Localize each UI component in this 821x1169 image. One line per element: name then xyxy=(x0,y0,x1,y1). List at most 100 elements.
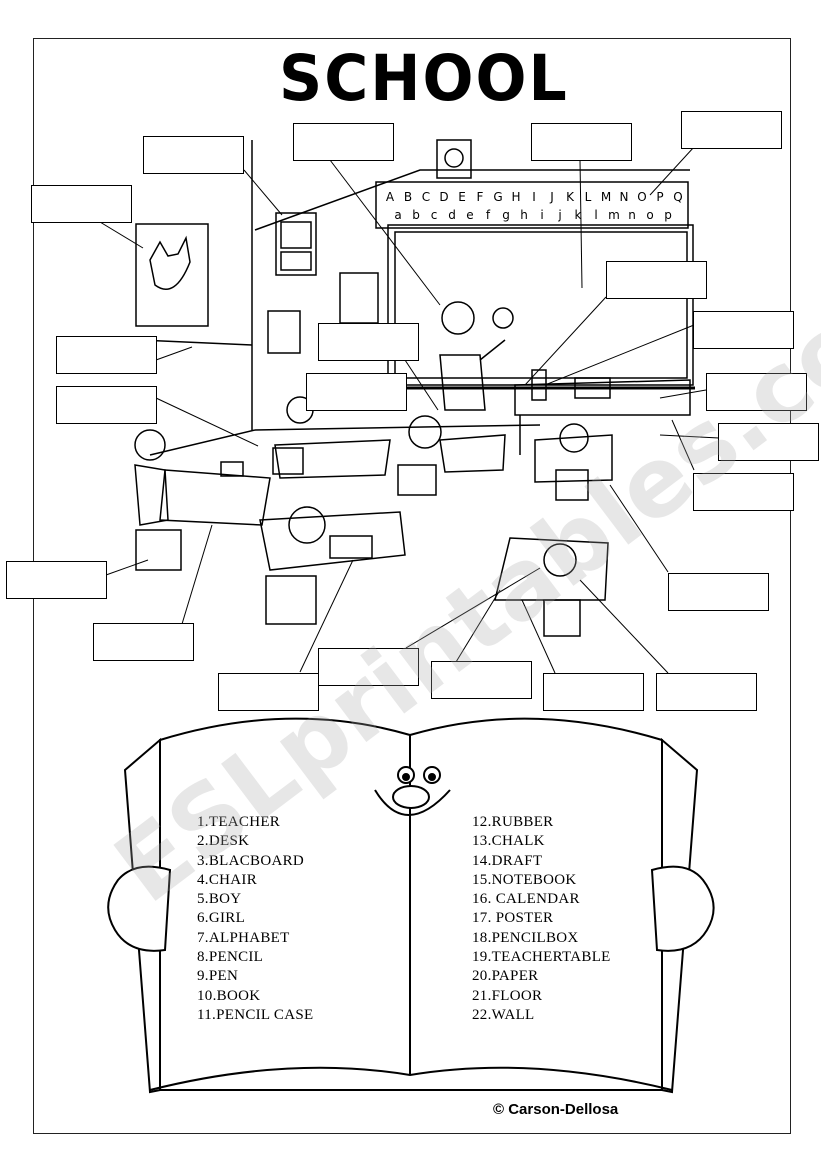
answer-box-calendar[interactable] xyxy=(143,136,244,174)
alphabet-lower-g: g xyxy=(502,208,510,222)
answer-box-teacher[interactable] xyxy=(293,123,394,161)
answer-input[interactable] xyxy=(709,376,804,408)
alphabet-strip xyxy=(375,181,689,229)
answer-input[interactable] xyxy=(321,326,416,358)
alphabet-letter-g: G xyxy=(493,190,502,204)
blackboard xyxy=(387,224,694,386)
word-item: 13.CHALK xyxy=(472,833,545,850)
answer-input[interactable] xyxy=(59,389,154,421)
alphabet-lower-o: o xyxy=(646,208,653,222)
word-item: 8.PENCIL xyxy=(197,949,264,966)
answer-box-girl[interactable] xyxy=(318,323,419,361)
answer-box-pen[interactable] xyxy=(318,648,419,686)
alphabet-lower-b: b xyxy=(412,208,420,222)
page-title: SCHOOL xyxy=(279,42,569,116)
floor-edge xyxy=(149,429,256,456)
floor-line xyxy=(254,424,541,431)
alphabet-letter-b: B xyxy=(404,190,412,204)
chair-mid xyxy=(397,464,437,496)
chair-left xyxy=(135,529,182,571)
desk-mid xyxy=(439,434,506,473)
word-item: 5.BOY xyxy=(197,891,242,908)
answer-box-blackboard[interactable] xyxy=(531,123,632,161)
answer-input[interactable] xyxy=(696,314,791,346)
boy-right-head xyxy=(543,543,577,577)
answer-box-desk-leg[interactable] xyxy=(93,623,194,661)
answer-input[interactable] xyxy=(684,114,779,146)
book-smile xyxy=(374,789,451,816)
alphabet-letter-i: I xyxy=(532,190,536,204)
answer-input[interactable] xyxy=(609,264,704,296)
answer-box-rubber[interactable] xyxy=(431,661,532,699)
top-poster xyxy=(436,139,472,179)
word-item: 11.PENCIL CASE xyxy=(197,1006,314,1023)
girl-front-head xyxy=(288,506,326,544)
alphabet-lower-e: e xyxy=(466,208,473,222)
answer-box-wall[interactable] xyxy=(56,336,157,374)
alphabet-letter-d: D xyxy=(439,190,448,204)
word-item: 2.DESK xyxy=(197,833,250,850)
answer-input[interactable] xyxy=(96,626,191,658)
open-book xyxy=(107,717,715,1094)
answer-input[interactable] xyxy=(321,651,416,683)
answer-box-pencil[interactable] xyxy=(543,673,644,711)
answer-box-poster[interactable] xyxy=(31,185,132,223)
answer-input[interactable] xyxy=(721,426,816,458)
answer-input[interactable] xyxy=(59,339,154,371)
word-item: 16. CALENDAR xyxy=(472,891,580,908)
desk-right-back xyxy=(534,434,613,483)
answer-box-floor[interactable] xyxy=(56,386,157,424)
answer-box-notebook[interactable] xyxy=(218,673,319,711)
alphabet-letter-j: J xyxy=(549,190,554,204)
answer-box-chair[interactable] xyxy=(6,561,107,599)
pointer-lines xyxy=(99,146,720,674)
plant xyxy=(492,307,514,329)
ceiling-line xyxy=(254,169,690,231)
answer-input[interactable] xyxy=(309,376,404,408)
desk-left xyxy=(159,469,271,526)
desk-front xyxy=(259,511,406,571)
word-list-left: 1.TEACHER 2.DESK 3.BLACBOARD 4.CHAIR 5.B… xyxy=(197,813,313,1025)
answer-box-boy[interactable] xyxy=(668,573,769,611)
answer-input[interactable] xyxy=(9,564,104,596)
girl-right-head xyxy=(559,423,589,453)
desk-right-front xyxy=(494,537,609,601)
calendar xyxy=(275,212,317,276)
answer-box-paper[interactable] xyxy=(706,373,807,411)
answer-box-pencilbox[interactable] xyxy=(693,311,794,349)
answer-input[interactable] xyxy=(146,139,241,171)
word-item: 20.PAPER xyxy=(472,968,539,985)
answer-input[interactable] xyxy=(546,676,641,708)
answer-input[interactable] xyxy=(296,126,391,158)
answer-box-teachertable[interactable] xyxy=(718,423,819,461)
word-item: 7.ALPHABET xyxy=(197,929,290,946)
word-item: 17. POSTER xyxy=(472,910,554,927)
alphabet-letter-l: L xyxy=(585,190,592,204)
alphabet-lower-a: a xyxy=(394,208,401,222)
wall-line xyxy=(139,339,253,346)
book-nose xyxy=(392,785,430,809)
word-item: 14.DRAFT xyxy=(472,852,543,869)
answer-input[interactable] xyxy=(221,676,316,708)
teacher-table xyxy=(514,379,691,416)
word-item: 1.TEACHER xyxy=(197,814,281,830)
answer-input[interactable] xyxy=(534,126,629,158)
alphabet-lower-f: f xyxy=(486,208,491,222)
answer-input[interactable] xyxy=(696,476,791,508)
answer-box-chalk[interactable] xyxy=(606,261,707,299)
hand-right xyxy=(650,865,715,952)
alphabet-letter-c: C xyxy=(422,190,430,204)
answer-input[interactable] xyxy=(434,664,529,696)
blackboard-inner xyxy=(394,231,688,379)
word-item: 18.PENCILBOX xyxy=(472,929,579,946)
answer-box-draft[interactable] xyxy=(693,473,794,511)
word-list-right: 12.RUBBER 13.CHALK 14.DRAFT 15.NOTEBOOK … xyxy=(472,813,611,1025)
answer-box-desk[interactable] xyxy=(306,373,407,411)
answer-input[interactable] xyxy=(34,188,129,220)
answer-input[interactable] xyxy=(671,576,766,608)
answer-box-alphabet[interactable] xyxy=(681,111,782,149)
answer-box-book[interactable] xyxy=(656,673,757,711)
alphabet-letter-p: P xyxy=(656,190,663,204)
answer-input[interactable] xyxy=(659,676,754,708)
alphabet-letter-h: H xyxy=(511,190,520,204)
